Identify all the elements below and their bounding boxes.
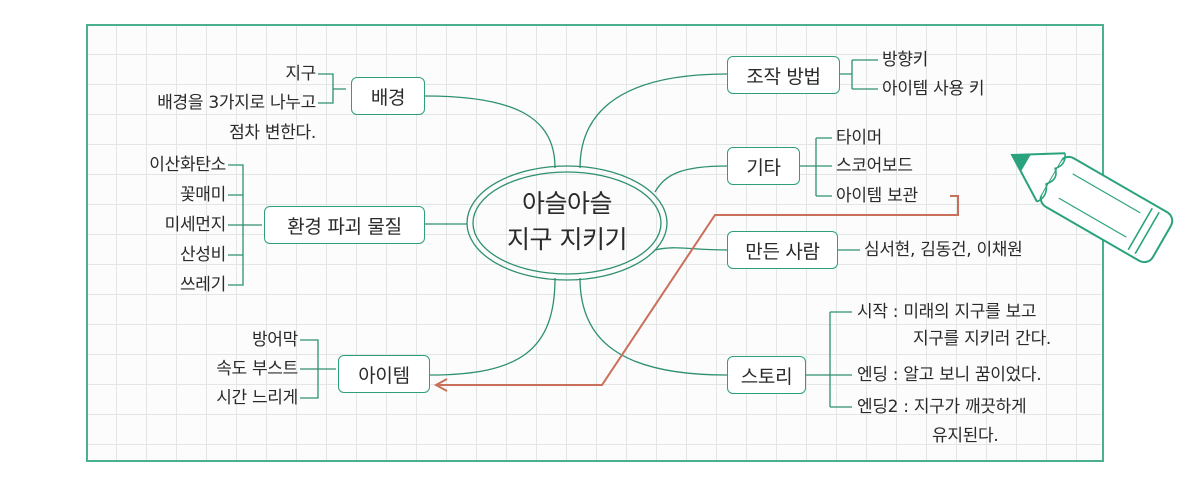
leaf-story-2: 지구를 지키러 간다. xyxy=(913,329,1051,349)
bracket-pollutants xyxy=(228,165,262,285)
leaf-pollutant-5: 쓰레기 xyxy=(180,275,226,295)
bracket-etc xyxy=(800,138,832,196)
leaf-makers: 심서현, 김동건, 이채원 xyxy=(864,240,1022,260)
leaf-etc-3: 아이템 보관 xyxy=(836,186,918,206)
leaf-control-1: 방향키 xyxy=(882,50,928,70)
bracket-story xyxy=(806,312,852,407)
leaf-etc-2: 스코어보드 xyxy=(836,156,913,176)
leaf-story-3: 엔딩 : 알고 보니 꿈이었다. xyxy=(857,365,1041,385)
leaf-control-2: 아이템 사용 키 xyxy=(882,79,984,99)
node-pollutants: 환경 파괴 물질 xyxy=(264,206,425,244)
connector-items xyxy=(430,278,555,375)
bracket-controls xyxy=(840,60,878,89)
connector-story xyxy=(580,278,727,375)
node-background: 배경 xyxy=(351,77,425,115)
leaf-story-1: 시작 : 미래의 지구를 보고 xyxy=(857,302,1036,322)
node-items: 아이템 xyxy=(338,355,430,393)
connector-etc xyxy=(655,166,727,192)
connector-controls xyxy=(580,74,727,168)
bracket-background xyxy=(318,74,346,103)
center-topic: 아슬아슬 지구 지키기 xyxy=(472,164,662,280)
center-title-line1: 아슬아슬 xyxy=(522,186,612,222)
leaf-pollutant-4: 산성비 xyxy=(180,245,226,265)
node-etc: 기타 xyxy=(727,147,800,185)
leaf-item-3: 시간 느리게 xyxy=(216,388,298,408)
leaf-etc-1: 타이머 xyxy=(836,128,882,148)
leaf-item-1: 방어막 xyxy=(252,330,298,350)
node-story: 스토리 xyxy=(727,356,806,394)
leaf-item-2: 속도 부스트 xyxy=(216,359,298,379)
leaf-pollutant-2: 꽃매미 xyxy=(180,185,226,205)
bracket-items xyxy=(300,340,336,398)
center-title-line2: 지구 지키기 xyxy=(507,222,627,258)
leaf-background-2: 배경을 3가지로 나누고 xyxy=(157,93,316,113)
node-makers: 만든 사람 xyxy=(727,231,838,269)
leaf-pollutant-3: 미세먼지 xyxy=(165,215,226,235)
leaf-story-5: 유지된다. xyxy=(932,426,998,446)
leaf-background-1: 지구 xyxy=(285,64,316,84)
connector-background xyxy=(425,96,555,168)
leaf-story-4: 엔딩2 : 지구가 깨끗하게 xyxy=(857,397,1026,417)
leaf-background-3: 점차 변한다. xyxy=(229,123,316,143)
pencil-icon xyxy=(998,131,1176,266)
node-controls: 조작 방법 xyxy=(727,56,840,94)
leaf-pollutant-1: 이산화탄소 xyxy=(149,155,226,175)
